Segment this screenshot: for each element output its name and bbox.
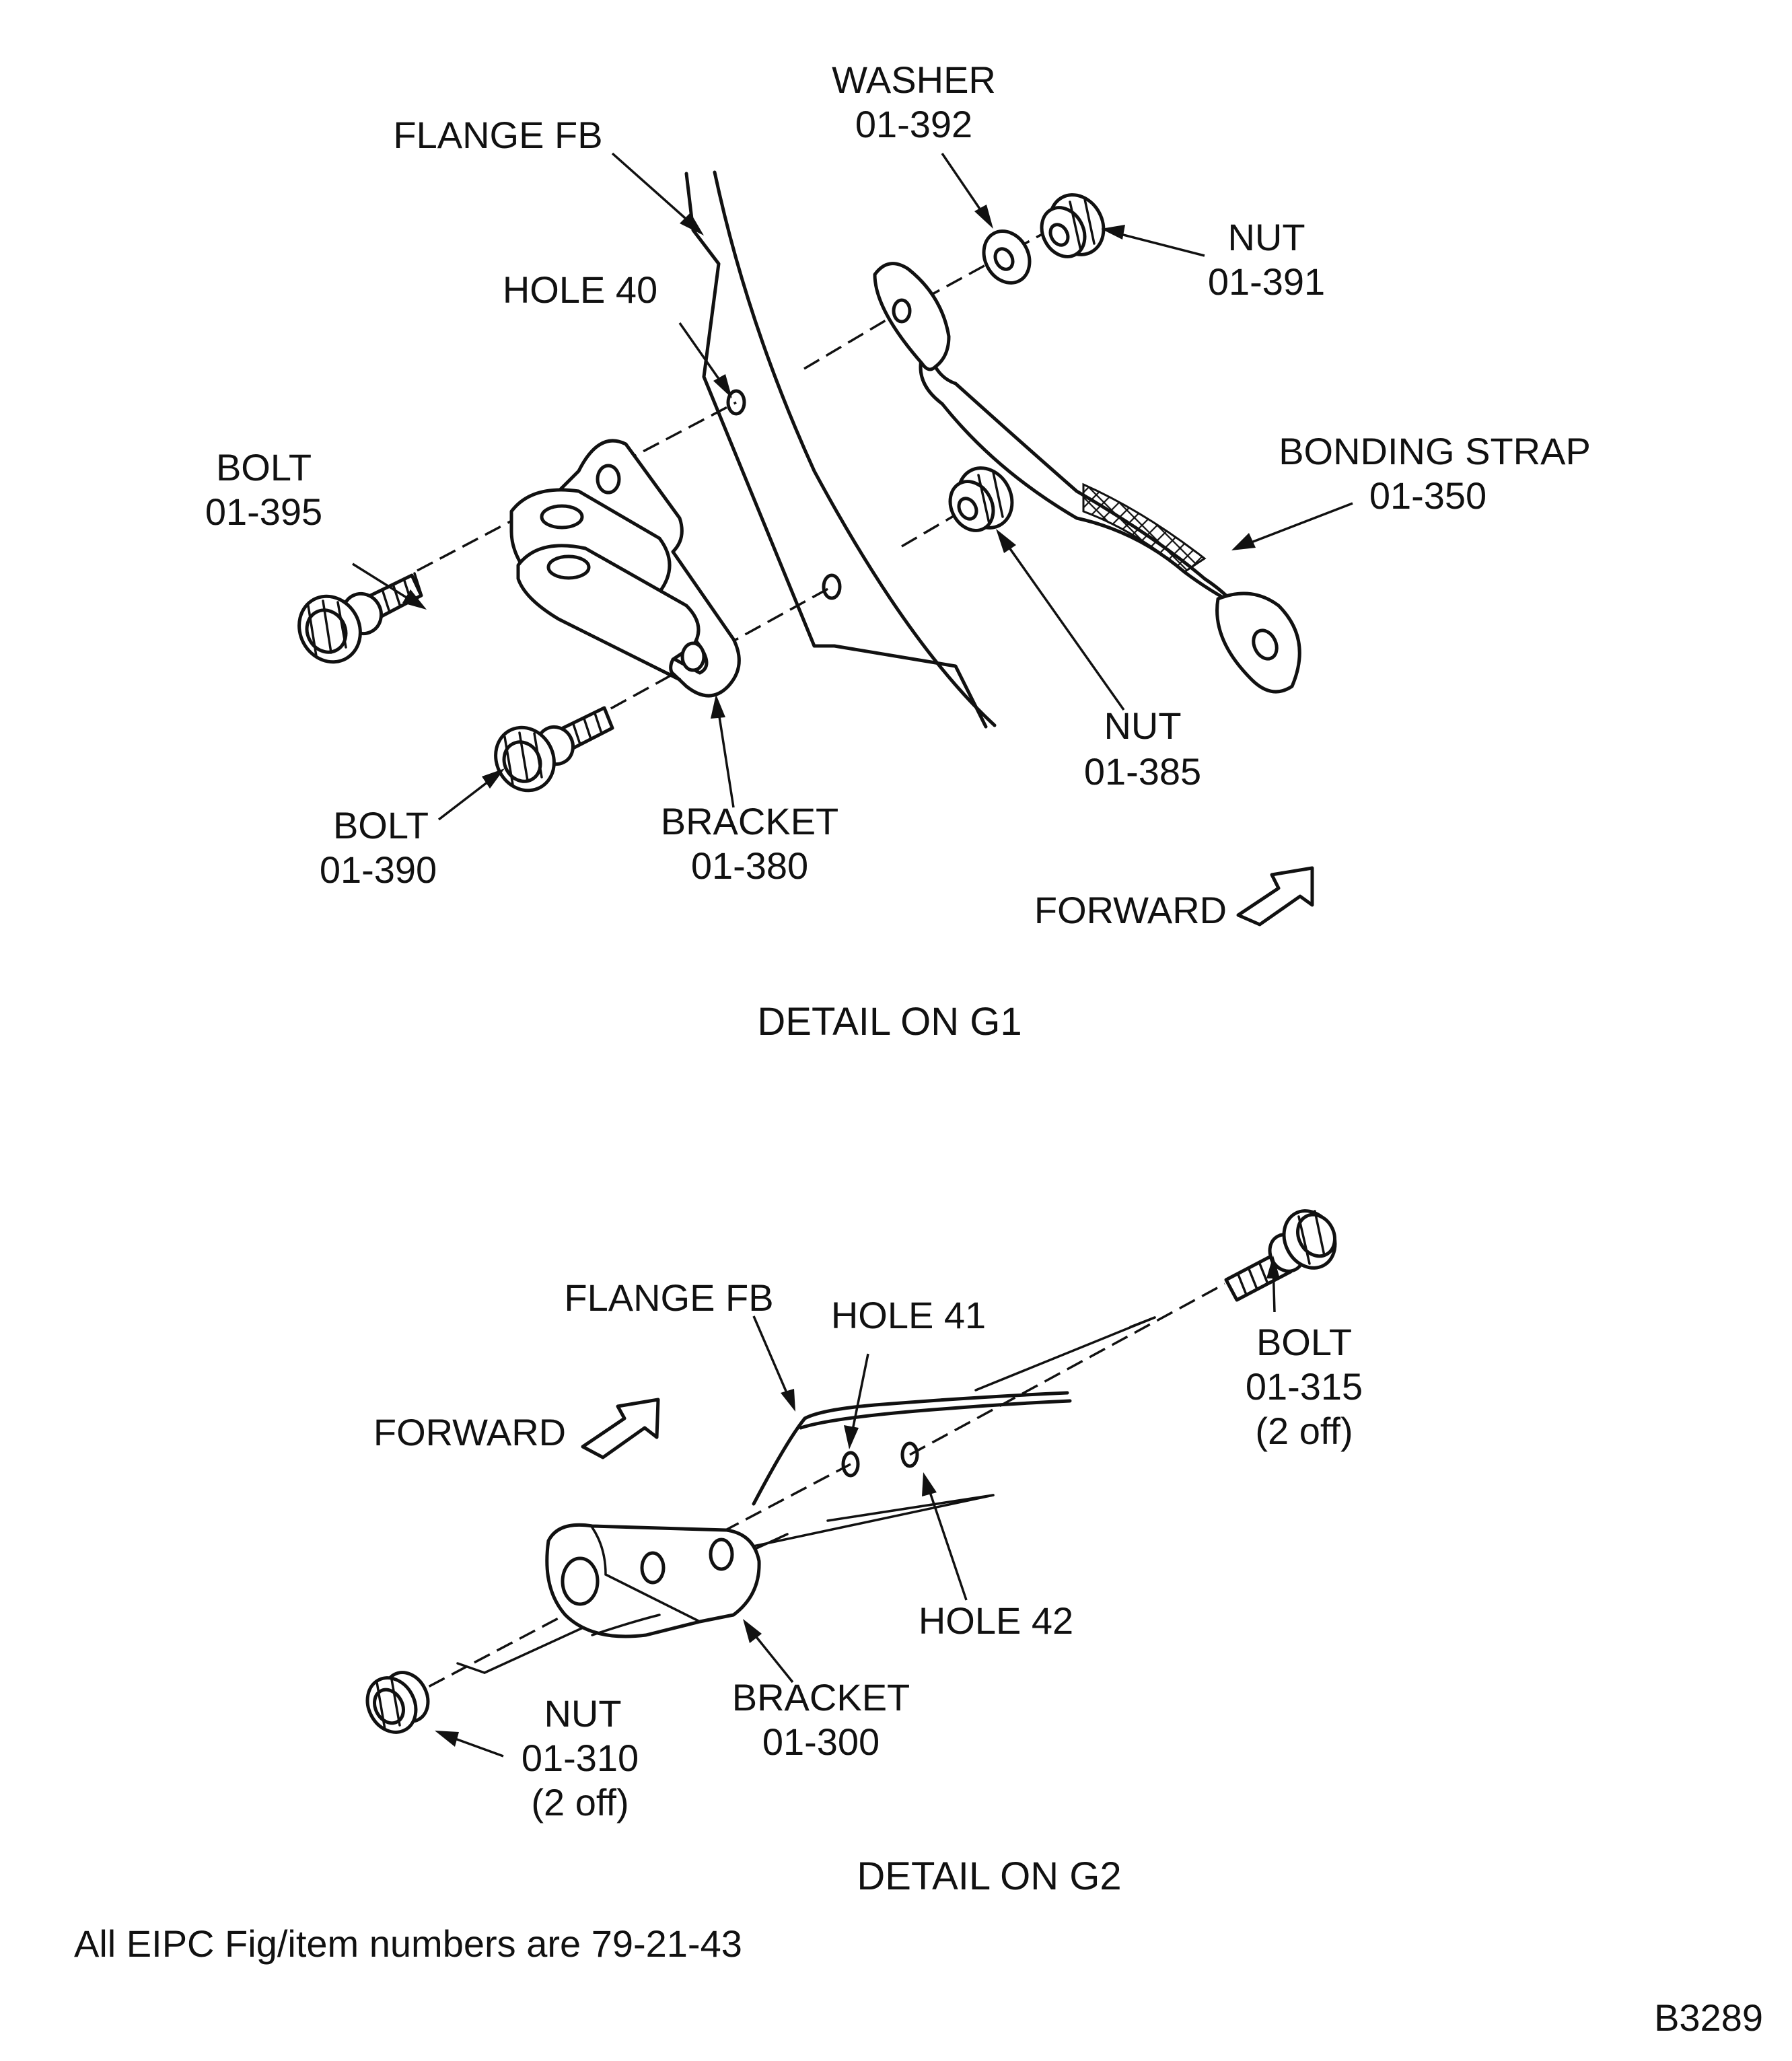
flange-fb-panel-g2 — [746, 1316, 1156, 1549]
nut-01-385-code: 01-385 — [1084, 750, 1201, 793]
washer-code: 01-392 — [855, 103, 972, 145]
nut-01-310-code: 01-310 — [522, 1737, 639, 1779]
bracket-01-300 — [545, 1523, 761, 1638]
flange-fb-label-g2: FLANGE FB — [564, 1276, 773, 1319]
hole-lower-g1 — [822, 573, 842, 600]
nut-01-310-label: NUT — [544, 1692, 621, 1735]
forward-label-g2: FORWARD — [373, 1411, 566, 1453]
bolt-01-395 — [297, 572, 423, 664]
forward-arrow-g2 — [581, 1398, 660, 1459]
assembly-axes-g2 — [406, 1282, 1225, 1700]
bolt-01-395-label: BOLT — [216, 446, 312, 489]
nut-01-310-qty: (2 off) — [531, 1781, 629, 1823]
bolt-01-315-label: BOLT — [1256, 1321, 1352, 1363]
leaders-g2 — [435, 1256, 1280, 1758]
hole-42-label: HOLE 42 — [919, 1599, 1073, 1642]
bolt-01-390 — [494, 706, 614, 793]
nut-01-310 — [365, 1671, 430, 1734]
washer-label: WASHER — [832, 59, 996, 101]
eipc-footnote: All EIPC Fig/item numbers are 79-21-43 — [74, 1922, 742, 1965]
detail-g1-title: DETAIL ON G1 — [757, 1000, 1022, 1044]
bracket-01-380 — [509, 439, 741, 698]
nut-01-385-label: NUT — [1104, 704, 1181, 747]
bolt-01-390-code: 01-390 — [320, 848, 437, 891]
washer-01-392 — [982, 229, 1032, 285]
bolt-01-390-label: BOLT — [333, 804, 429, 846]
nut-01-385 — [948, 466, 1014, 532]
bolt-01-315 — [1224, 1209, 1337, 1302]
detail-g2: FLANGE FB HOLE 41 BOLT 01-315 (2 off) FO… — [365, 1209, 1363, 1898]
detail-g1: FLANGE FB HOLE 40 WASHER 01-392 NUT 01-3… — [205, 59, 1591, 1044]
bracket-01-380-label: BRACKET — [661, 800, 839, 842]
bonding-strap-label: BONDING STRAP — [1279, 430, 1591, 472]
nut-01-391-label: NUT — [1227, 216, 1305, 258]
bonding-strap-01-350 — [873, 262, 1301, 694]
bracket-01-300-label: BRACKET — [732, 1676, 910, 1719]
figure-code: B3289 — [1654, 1996, 1763, 2039]
bolt-01-395-code: 01-395 — [205, 491, 322, 533]
flange-fb-panel-g1 — [684, 170, 997, 729]
bracket-01-380-code: 01-380 — [691, 844, 808, 887]
bolt-01-315-qty: (2 off) — [1255, 1410, 1353, 1452]
forward-label-g1: FORWARD — [1034, 889, 1227, 931]
flange-fb-label-g1: FLANGE FB — [393, 114, 602, 156]
bolt-01-315-code: 01-315 — [1246, 1365, 1363, 1408]
nut-01-391-code: 01-391 — [1208, 260, 1325, 303]
bonding-strap-code: 01-350 — [1369, 474, 1486, 517]
forward-arrow-g1 — [1236, 866, 1314, 927]
nut-01-391 — [1040, 193, 1106, 258]
hole-41-label: HOLE 41 — [831, 1294, 986, 1336]
detail-g2-title: DETAIL ON G2 — [857, 1854, 1121, 1898]
hole-40-label: HOLE 40 — [503, 268, 657, 311]
leaders-g1 — [352, 152, 1353, 821]
bracket-01-300-code: 01-300 — [762, 1721, 880, 1763]
